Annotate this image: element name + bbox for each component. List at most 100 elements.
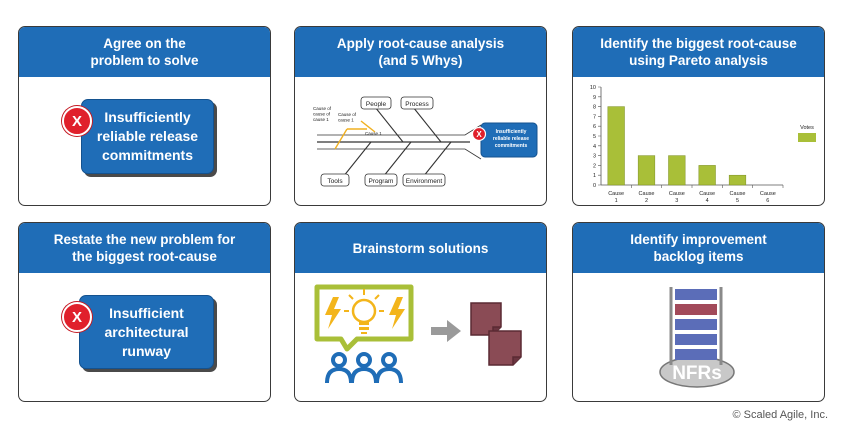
category-label: People [366,101,387,108]
problem-box: Insufficient architectural runway [79,295,214,369]
title-line: using Pareto analysis [629,53,768,68]
fishbone-bone [374,106,404,143]
x-mark-icon [471,126,487,142]
x-tick-label: 3 [675,198,678,204]
title-line: Apply root-cause analysis [336,36,505,51]
cause-arrow [360,120,376,133]
title-line: problem to solve [90,53,199,68]
category-box [400,96,434,110]
fishbone-bone [342,141,372,178]
title-line: backlog items [653,249,744,264]
title-line: the biggest root-cause [72,249,217,264]
y-tick-label: 0 [593,183,596,189]
problem-line: Insufficient [109,304,184,321]
problem-line: commitments [101,147,194,163]
backlog-item [675,319,717,330]
x-tick-label: Cause [669,191,685,197]
fishbone-bone [412,106,442,143]
y-tick-label: 8 [593,105,596,111]
y-tick-label: 10 [590,85,596,91]
nfr-label: NFRs [672,363,722,384]
card-title: Restate the new problem for the biggest r… [19,223,270,273]
x-tick-label: Cause [699,191,715,197]
bar [637,155,656,186]
title-line: Brainstorm solutions [352,240,489,256]
y-tick-label: 5 [593,134,596,140]
title-line: (and 5 Whys) [378,53,463,68]
category-box [364,173,398,187]
x-mark-icon: X [62,106,92,136]
card-pareto-analysis: Identify the biggest root-cause using Par… [572,26,825,206]
title-line: Identify improvement [630,232,767,247]
card-root-cause-analysis: Apply root-cause analysis (and 5 Whys) Ca… [294,26,547,206]
category-label: Process [405,101,429,108]
pareto-chart: 012345678910Cause1Cause2Cause3Cause4Caus… [590,85,816,204]
legend-swatch [798,133,816,142]
category-label: Program [369,178,394,185]
card-title: Brainstorm solutions [295,223,546,273]
x-tick-label: 5 [736,198,739,204]
x-tick-label: 2 [645,198,648,204]
backlog-item [675,304,717,315]
title-line: Agree on the [103,36,186,51]
problem-line: runway [121,342,171,359]
title-line: Restate the new problem for [53,232,236,247]
fishbone-bone [382,141,412,178]
title-line: Identify the biggest root-cause [600,36,797,51]
category-box [360,96,392,110]
x-tick-label: Cause [760,191,776,197]
backlog-item [675,349,717,360]
card-title: Apply root-cause analysis (and 5 Whys) [295,27,546,77]
backlog-illustration: NFRs [659,287,735,388]
y-tick-label: 6 [593,124,596,130]
copyright-text: © Scaled Agile, Inc. [732,409,828,421]
backlog-item [675,334,717,345]
y-tick-label: 9 [593,95,596,101]
x-mark-glyph: X [476,130,482,139]
y-tick-label: 4 [593,144,596,150]
y-tick-label: 2 [593,163,596,169]
category-box [320,173,350,187]
y-tick-label: 1 [593,173,596,179]
x-tick-label: Cause [730,191,746,197]
card-title: Identify the biggest root-cause using Par… [573,27,824,77]
x-tick-label: 1 [615,198,618,204]
problem-line: Insufficiently [104,109,191,125]
x-tick-label: 6 [766,198,769,204]
backlog-item [675,289,717,300]
x-tick-label: 4 [706,198,709,204]
card-restate-problem: Restate the new problem for the biggest r… [18,222,271,402]
card-agree-problem: Agree on the problem to solve Insufficien… [18,26,271,206]
people-icon [325,352,403,384]
brainstorm-illustration [314,284,522,384]
card-title: Agree on the problem to solve [19,27,270,77]
y-tick-label: 3 [593,154,596,160]
x-tick-label: Cause [639,191,655,197]
card-brainstorm: Brainstorm solutions [294,222,547,402]
fishbone-bone [422,141,452,178]
arrow-right-icon [431,320,461,342]
speech-frame [314,284,414,352]
card-backlog-items: Identify improvement backlog items NFRs [572,222,825,402]
problem-line: architectural [104,323,189,340]
bar [668,155,686,186]
bar [728,174,747,186]
lightbulb-icon [344,289,384,334]
bar [607,106,625,186]
category-label: Tools [327,178,343,185]
cause-arrow [334,128,348,150]
lightning-icon [325,297,341,329]
legend-label: Votes [800,125,814,131]
lightning-icon [389,297,405,329]
problem-box: Insufficiently reliable release commitment… [81,99,214,174]
cause-label: Cause 1 [365,131,382,136]
card-title: Identify improvement backlog items [573,223,824,273]
sticky-notes-icon [470,302,522,366]
problem-line: reliable release [96,128,199,144]
y-tick-label: 7 [593,114,596,120]
x-tick-label: Cause [608,191,624,197]
bar [698,165,716,186]
